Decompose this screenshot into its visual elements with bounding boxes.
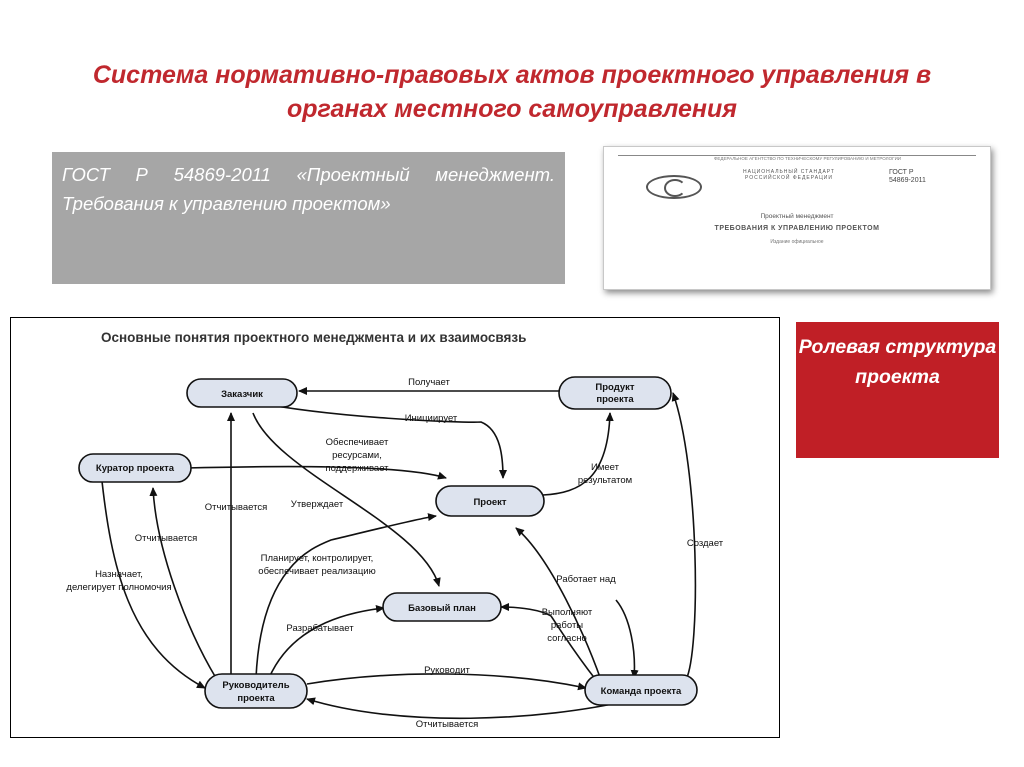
document-subtitle: Проектный менеджмент: [760, 213, 834, 220]
edge-label-provides-1: Обеспечивает: [326, 437, 389, 448]
arrow-plans: [255, 513, 437, 679]
edge-label-initiates: Инициирует: [405, 413, 458, 424]
node-project[interactable]: Проект: [435, 485, 545, 517]
edge-label-executes-2: работы: [551, 620, 583, 631]
diagram-heading: Основные понятия проектного менеджмента …: [101, 330, 526, 345]
edge-label-creates: Создает: [687, 538, 724, 549]
node-product[interactable]: Продукт проекта: [558, 376, 672, 410]
document-national-standard: НАЦИОНАЛЬНЫЙ СТАНДАРТ РОССИЙСКОЙ ФЕДЕРАЦ…: [743, 169, 835, 181]
standard-logo-icon: [646, 175, 702, 199]
edge-label-receives: Получает: [408, 377, 450, 388]
edge-label-plans-2: обеспечивает реализацию: [258, 566, 375, 577]
diagram-canvas: Основные понятия проектного менеджмента …: [66, 330, 723, 730]
edge-label-appoints-1: Назначает,: [95, 569, 143, 580]
document-edition: Издание официальное: [770, 239, 824, 245]
slide-title: Система нормативно-правовых актов проект…: [92, 61, 932, 123]
edge-label-reports-customer: Отчитывается: [205, 502, 268, 513]
edge-label-executes-1: Выполняют: [542, 607, 593, 618]
edge-label-provides-3: поддерживает: [325, 463, 389, 474]
node-manager-label-1: Руководитель: [222, 680, 289, 691]
relation-arrows: [100, 387, 697, 720]
node-curator[interactable]: Куратор проекта: [78, 453, 192, 483]
edge-label-works-on: Работает над: [556, 574, 616, 585]
edge-label-reports-manager: Отчитывается: [416, 719, 479, 730]
node-customer-label: Заказчик: [221, 389, 263, 400]
arrow-reports-curator: [149, 487, 217, 679]
edge-label-has-result-2: результатом: [578, 475, 632, 486]
edge-label-executes-3: согласно: [547, 633, 587, 644]
role-structure-label: Ролевая структура проекта: [798, 336, 997, 388]
arrow-works-on: [515, 527, 602, 681]
document-top-rule: [618, 155, 976, 156]
document-number-block: ГОСТ Р 54869-2011: [889, 169, 926, 185]
node-manager[interactable]: Руководитель проекта: [204, 673, 308, 709]
edge-labels: Получает Инициирует Обеспечивает ресурса…: [66, 377, 723, 730]
role-structure-button[interactable]: Ролевая структура проекта: [796, 322, 999, 458]
edge-label-develops: Разрабатывает: [286, 623, 354, 634]
edge-label-plans-1: Планирует, контролирует,: [261, 553, 374, 564]
arrow-appoints: [100, 471, 206, 689]
document-number-label: ГОСТ Р: [889, 169, 914, 176]
standard-logo-inner-icon: [664, 179, 686, 197]
arrow-initiates: [248, 400, 507, 479]
edge-label-has-result-1: Имеет: [591, 462, 620, 473]
edge-label-appoints-2: делегирует полномочия: [66, 582, 171, 593]
arrow-reports-manager: [306, 697, 632, 720]
arrow-executes: [500, 603, 597, 681]
node-manager-label-2: проекта: [237, 693, 275, 704]
node-curator-label: Куратор проекта: [96, 463, 175, 474]
document-agency-text: ФЕДЕРАЛЬНОЕ АГЕНТСТВО ПО ТЕХНИЧЕСКОМУ РЕ…: [714, 156, 902, 161]
edge-label-reports-curator: Отчитывается: [135, 533, 198, 544]
arrow-has-result: [542, 412, 614, 496]
arrow-approves: [252, 412, 441, 587]
edge-label-leads: Руководит: [424, 665, 470, 676]
arrow-develops: [268, 604, 385, 679]
arrow-leads: [306, 673, 587, 691]
node-product-label-1: Продукт: [595, 382, 634, 393]
relations-diagram: Основные понятия проектного менеджмента …: [10, 317, 780, 738]
document-number: 54869-2011: [889, 177, 926, 184]
arrow-team-link: [615, 599, 639, 679]
node-customer[interactable]: Заказчик: [186, 378, 298, 408]
arrow-creates: [671, 392, 697, 681]
gost-standard-text: ГОСТ Р 54869-2011 «Проектный менеджмент.…: [62, 164, 555, 214]
edge-label-provides-2: ресурсами,: [332, 450, 382, 461]
edge-label-approves: Утверждает: [291, 499, 344, 510]
document-title: ТРЕБОВАНИЯ К УПРАВЛЕНИЮ ПРОЕКТОМ: [714, 225, 880, 232]
node-project-label: Проект: [473, 497, 506, 508]
gost-standard-box: ГОСТ Р 54869-2011 «Проектный менеджмент.…: [52, 152, 565, 284]
node-team-label: Команда проекта: [601, 686, 682, 697]
node-baseline[interactable]: Базовый план: [382, 592, 502, 622]
node-team[interactable]: Команда проекта: [584, 674, 698, 706]
node-baseline-label: Базовый план: [408, 603, 476, 614]
gost-document-image: ФЕДЕРАЛЬНОЕ АГЕНТСТВО ПО ТЕХНИЧЕСКОМУ РЕ…: [603, 146, 991, 290]
arrow-provides: [185, 465, 447, 480]
node-product-label-2: проекта: [596, 394, 634, 405]
